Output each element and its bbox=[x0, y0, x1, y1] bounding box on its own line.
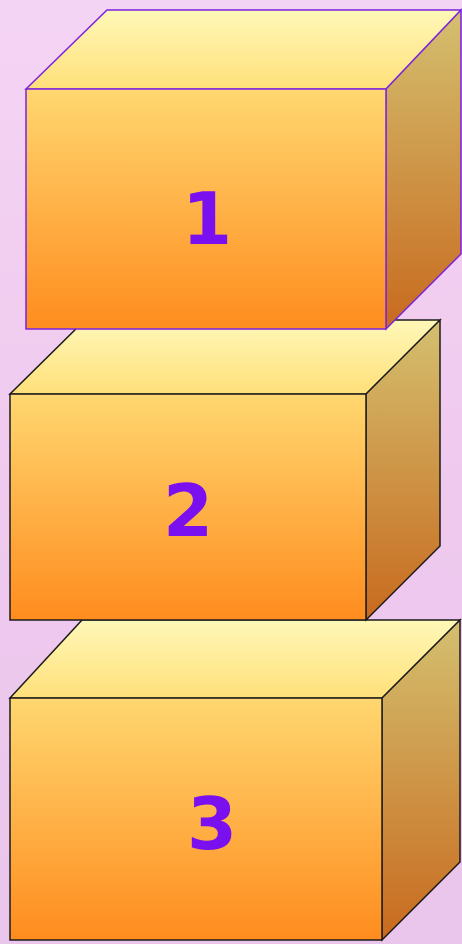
box-2[interactable]: 2 bbox=[10, 320, 440, 620]
box-3-label: 3 bbox=[187, 782, 237, 866]
box-1[interactable]: 1 bbox=[26, 10, 461, 329]
box-3[interactable]: 3 bbox=[10, 620, 460, 940]
box-3-top-face bbox=[10, 620, 460, 698]
box-2-label: 2 bbox=[163, 469, 213, 553]
box-1-top-face bbox=[26, 10, 461, 89]
box-1-label: 1 bbox=[182, 177, 232, 261]
box-2-top-face bbox=[10, 320, 440, 394]
